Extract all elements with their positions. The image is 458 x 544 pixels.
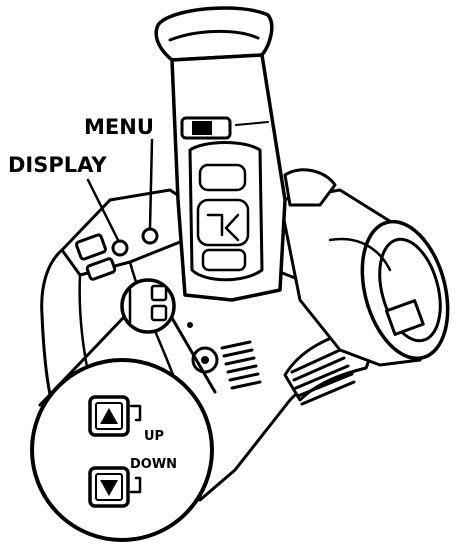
callout-circle: UP DOWN [30, 358, 214, 542]
zoom-line-right [170, 316, 217, 394]
menu-label: MENU [84, 115, 154, 139]
triangle-down-icon [100, 480, 118, 496]
triangle-up-icon [100, 408, 118, 424]
up-bracket [129, 404, 142, 422]
display-label: DISPLAY [8, 153, 107, 177]
up-button[interactable] [88, 395, 130, 437]
display-leader [86, 178, 120, 242]
zoom-source-circle [120, 278, 176, 334]
down-label: DOWN [130, 457, 177, 472]
lens-assembly [278, 168, 450, 367]
up-label: UP [144, 429, 164, 444]
down-bracket [129, 476, 142, 494]
display-button[interactable] [111, 239, 129, 257]
vent-grille [220, 340, 262, 390]
viewfinder [154, 6, 287, 302]
down-button[interactable] [88, 466, 130, 508]
strap-ribs [290, 348, 356, 406]
eyecup [154, 6, 274, 62]
menu-leader [148, 138, 154, 230]
menu-button[interactable] [141, 227, 159, 245]
deck-buttons [75, 227, 159, 281]
